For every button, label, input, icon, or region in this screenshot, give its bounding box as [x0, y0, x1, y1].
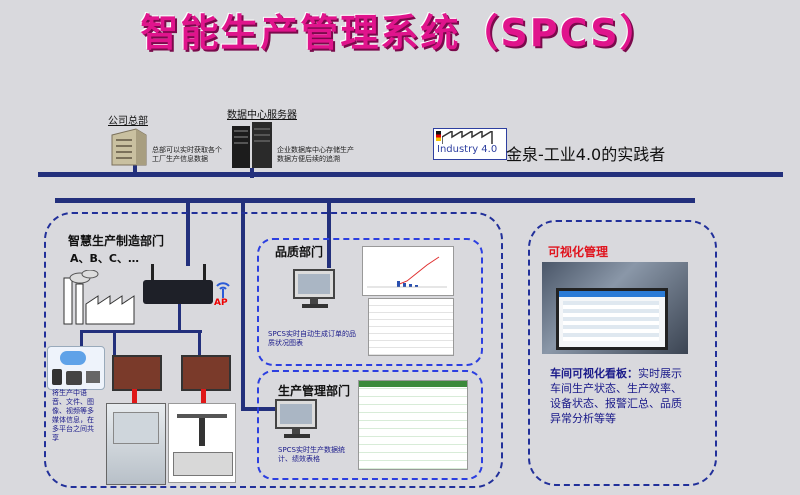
smart-mfg-title: 智慧生产制造部门 — [68, 234, 165, 248]
datacenter-link — [250, 168, 254, 178]
mfg-drop-media — [80, 330, 83, 346]
visual-title: 可视化管理 — [548, 245, 609, 259]
vertical-link-production — [241, 198, 245, 411]
datacenter-label: 数据中心服务器 — [227, 110, 297, 121]
vertical-link-quality — [327, 198, 331, 268]
production-desc: SPCS实时生产数据统计、绩效表格 — [278, 446, 345, 463]
industry-text: Industry 4.0 — [437, 144, 498, 155]
factory-roof-icon — [442, 131, 493, 144]
router-down — [178, 304, 181, 332]
production-zone — [257, 370, 483, 480]
production-table-header — [359, 381, 467, 387]
tablet-icon — [66, 371, 82, 385]
quality-desc: SPCS实时自动生成订单的品质状况图表 — [268, 330, 356, 347]
mfg-drop-right — [198, 330, 201, 360]
router-antenna-right — [203, 264, 206, 280]
dashboard-grid — [563, 301, 659, 341]
quality-table-screenshot — [368, 298, 454, 356]
machine-2 — [168, 403, 236, 483]
second-network-bus — [55, 198, 695, 203]
media-desc: 将生产中语音、文件、图像、视频等多媒体信息，在多平台之间共享 — [52, 389, 94, 442]
main-network-bus — [38, 172, 783, 177]
machine-2-base — [173, 452, 233, 476]
phone-icon — [52, 369, 62, 385]
workshop-photo — [542, 262, 688, 354]
building-icon — [111, 128, 147, 166]
visual-desc-bold: 车间可视化看板： — [550, 367, 638, 380]
production-title: 生产管理部门 — [278, 384, 351, 398]
machine-1-panel — [113, 412, 159, 444]
production-monitor-icon — [275, 399, 317, 438]
industry-slogan: 金泉-工业4.0的实践者 — [506, 145, 666, 164]
board-link-1 — [132, 389, 137, 403]
dashboard-screen — [556, 288, 668, 350]
quality-trend-chart — [367, 256, 447, 288]
media-devices-icon — [47, 346, 105, 390]
quality-chart-screenshot — [362, 246, 454, 296]
production-table-screenshot — [358, 380, 468, 470]
monitor-icon — [293, 269, 335, 308]
server-icon — [232, 122, 272, 168]
controller-board-1 — [112, 355, 162, 391]
dashboard-header — [559, 291, 665, 297]
mfg-drop-left — [113, 330, 116, 360]
vertical-link-mfg — [186, 198, 190, 266]
hq-label: 公司总部 — [108, 116, 148, 127]
factory-icon — [63, 270, 135, 325]
machine-2-head — [199, 418, 205, 446]
smart-mfg-zone — [44, 212, 503, 488]
visual-zone — [528, 220, 717, 486]
page-title: 智能生产管理系统（SPCS） — [140, 11, 660, 55]
quality-title: 品质部门 — [275, 245, 324, 259]
machine-1 — [106, 403, 166, 485]
quality-zone — [257, 238, 483, 366]
router-icon — [143, 280, 213, 304]
hq-link — [133, 165, 137, 177]
datacenter-desc: 企业数据库中心存储生产数据方便后续的追溯 — [277, 146, 354, 163]
cloud-icon — [60, 351, 86, 365]
industry-badge: Industry 4.0 — [433, 128, 507, 160]
ap-label: AP — [214, 298, 228, 308]
industry-flag — [436, 131, 441, 141]
visual-desc: 车间可视化看板：实时展示车间生产状态、生产效率、设备状态、报警汇总、品质异常分析… — [550, 366, 690, 426]
board-link-2 — [201, 389, 206, 403]
router-antenna-left — [151, 264, 154, 280]
machine-2-gantry — [177, 414, 227, 418]
laptop-icon — [86, 371, 100, 383]
visual-desc-text: 实时展示车间生产状态、生产效率、设备状态、报警汇总、品质异常分析等等 — [550, 367, 682, 425]
ap-signal-icon — [216, 282, 230, 298]
controller-board-2 — [181, 355, 231, 391]
hq-desc: 总部可以实时获取各个工厂生产信息数据 — [152, 146, 222, 163]
smart-mfg-sub: A、B、C、… — [70, 252, 139, 265]
mfg-hline — [80, 330, 202, 333]
